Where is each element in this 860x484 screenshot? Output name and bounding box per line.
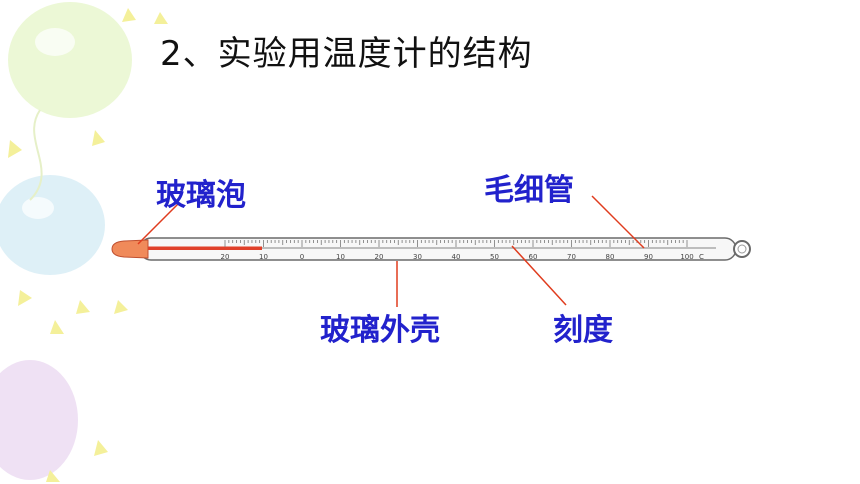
- slide-title: 2、实验用温度计的结构: [160, 34, 533, 74]
- scale-number: 20: [375, 253, 384, 261]
- balloon-purple: [0, 360, 78, 480]
- scale-number: 40: [452, 253, 461, 261]
- sun-rays: [8, 8, 168, 482]
- balloon-blue: [0, 175, 105, 275]
- scale-unit: C: [699, 253, 704, 261]
- scale-ticks: [224, 240, 688, 247]
- liquid-column: [148, 246, 262, 250]
- balloon-green: [8, 2, 132, 118]
- scale-number: 50: [490, 253, 499, 261]
- scale-number: 30: [413, 253, 422, 261]
- scale-number: 90: [644, 253, 653, 261]
- scale-number: 70: [567, 253, 576, 261]
- scale-number: 10: [336, 253, 345, 261]
- scale-number: 10: [259, 253, 268, 261]
- leader-line-scale: [511, 245, 567, 306]
- balloon-string: [29, 109, 43, 201]
- scale-number: 100: [680, 253, 693, 261]
- leader-line-capillary: [591, 195, 645, 249]
- scale-number: 80: [606, 253, 615, 261]
- scale-number: 60: [529, 253, 538, 261]
- leader-line-bulb: [137, 203, 179, 245]
- label-glass-shell: 玻璃外壳: [320, 313, 440, 348]
- glass-bulb: [111, 239, 149, 259]
- scale-number: 20: [221, 253, 230, 261]
- label-capillary-tube: 毛细管: [484, 173, 574, 208]
- label-glass-bulb: 玻璃泡: [156, 178, 246, 213]
- label-scale: 刻度: [553, 313, 613, 348]
- scale-number: 0: [300, 253, 304, 261]
